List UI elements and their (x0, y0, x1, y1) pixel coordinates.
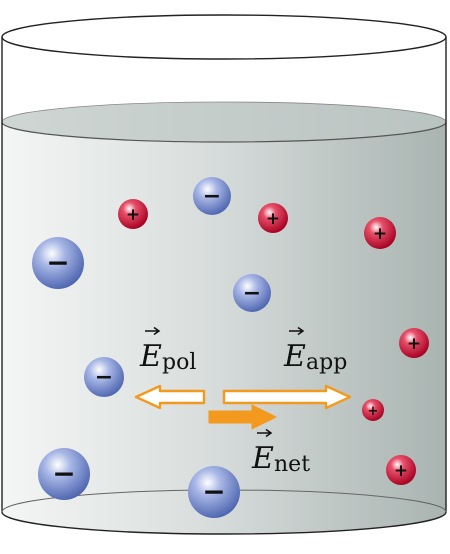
positive-ion: + (399, 328, 429, 358)
positive-ion: + (118, 199, 148, 229)
plus-sign: + (373, 224, 387, 244)
e-pol-symbol: E (139, 339, 162, 374)
beaker-top-rim (1, 14, 447, 60)
plus-sign: + (407, 334, 421, 354)
minus-sign: − (202, 475, 225, 508)
e-net-subscript: net (274, 452, 310, 477)
negative-ion: − (38, 448, 90, 500)
positive-ion: + (364, 217, 396, 249)
e-net-symbol: E (251, 441, 274, 476)
liquid-surface (2, 102, 446, 142)
ions-group: + − + + − − + − (32, 177, 429, 518)
e-pol-arrow (134, 384, 206, 410)
negative-ion: − (193, 177, 231, 215)
e-app-label: E app (283, 326, 347, 375)
liquid-surface-rim (1, 121, 447, 143)
plus-sign: + (266, 209, 280, 229)
positive-ion: + (258, 203, 288, 233)
plus-sign: + (368, 404, 379, 419)
plus-sign: + (394, 461, 408, 481)
e-pol-vector-arrow (145, 326, 161, 336)
plus-sign: + (126, 205, 140, 225)
positive-ion: + (362, 399, 384, 421)
liquid-surface-back-rim (1, 101, 447, 123)
minus-sign: − (46, 246, 69, 279)
e-net-arrow (208, 404, 277, 430)
minus-sign: − (243, 281, 261, 306)
negative-ion: − (233, 274, 271, 312)
e-app-arrow (222, 384, 352, 410)
e-net-vector-arrow (257, 428, 273, 438)
minus-sign: − (203, 184, 221, 209)
e-pol-subscript: pol (162, 350, 196, 375)
e-app-subscript: app (306, 350, 347, 375)
negative-ion: − (188, 466, 240, 518)
beaker-bottom-front (1, 511, 447, 535)
e-app-vector-arrow (289, 326, 305, 336)
minus-sign: − (95, 365, 113, 390)
positive-ion: + (386, 455, 416, 485)
negative-ion: − (84, 357, 124, 397)
liquid-body (2, 122, 446, 534)
e-net-label: E net (251, 428, 310, 477)
e-app-symbol: E (283, 339, 306, 374)
minus-sign: − (52, 457, 75, 490)
e-pol-label: E pol (139, 326, 196, 375)
negative-ion: − (32, 237, 84, 289)
